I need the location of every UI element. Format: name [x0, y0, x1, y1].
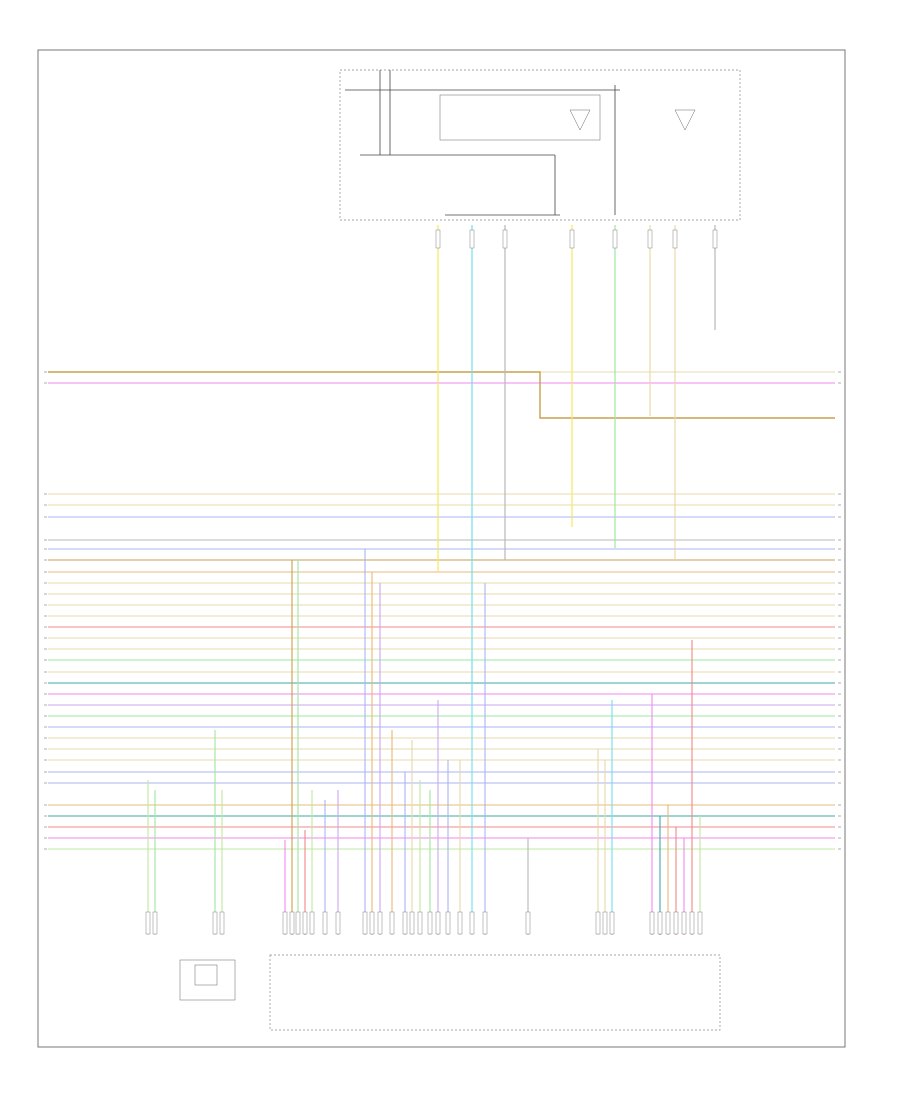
- connector-pin: [309, 911, 315, 935]
- diagram-frame: [37, 49, 846, 1048]
- connector-pin: [369, 911, 375, 935]
- connector-pin: [657, 911, 663, 935]
- connector-pin: [402, 911, 408, 935]
- diode-symbol-1: [569, 109, 591, 131]
- connector-pin: [289, 911, 295, 935]
- connector-pin: [502, 229, 508, 249]
- connector-pin: [302, 911, 308, 935]
- connector-pin: [427, 911, 433, 935]
- connector-pin: [362, 911, 368, 935]
- bus-wire-step: [48, 371, 835, 419]
- connector-pin: [649, 911, 655, 935]
- connector-pin: [457, 911, 463, 935]
- sensor-inner: [194, 964, 218, 986]
- connector-pin: [377, 911, 383, 935]
- connector-pin: [672, 229, 678, 249]
- connector-pin: [689, 911, 695, 935]
- wires-layer: [48, 225, 835, 935]
- left-pin-column: [44, 371, 841, 935]
- connector-pin: [409, 911, 415, 935]
- connector-pin: [602, 911, 608, 935]
- connector-pin: [595, 911, 601, 935]
- connector-pin: [389, 911, 395, 935]
- connector-pin: [482, 911, 488, 935]
- connector-pin: [647, 229, 653, 249]
- bottom-connector-area: [179, 954, 721, 1031]
- connector-pin: [665, 911, 671, 935]
- right-pin-column: [435, 229, 718, 249]
- connector-pin: [335, 911, 341, 935]
- connector-pin: [435, 911, 441, 935]
- connector-pin: [525, 911, 531, 935]
- connector-pin: [681, 911, 687, 935]
- relay-box: [439, 94, 601, 141]
- diode-symbol-2: [674, 109, 696, 131]
- top-box-outline: [339, 69, 741, 221]
- connector-pin: [609, 911, 615, 935]
- connector-pin: [673, 911, 679, 935]
- connector-pin: [697, 911, 703, 935]
- connector-pin: [417, 911, 423, 935]
- connector-pin: [322, 911, 328, 935]
- connector-pin: [435, 229, 441, 249]
- connector-pin: [219, 911, 225, 935]
- connector-pin: [712, 229, 718, 249]
- sensor-box: [179, 959, 236, 1001]
- connector-pin: [445, 911, 451, 935]
- top-component-box: [339, 69, 741, 221]
- connector-pin: [295, 911, 301, 935]
- connector-pin: [145, 911, 151, 935]
- connector-pin: [152, 911, 158, 935]
- connector-pin: [469, 911, 475, 935]
- pcm-outline: [269, 954, 721, 1031]
- connector-pin: [282, 911, 288, 935]
- connector-pin: [469, 229, 475, 249]
- connector-pin: [569, 229, 575, 249]
- connector-pin: [212, 911, 218, 935]
- connector-pin: [612, 229, 618, 249]
